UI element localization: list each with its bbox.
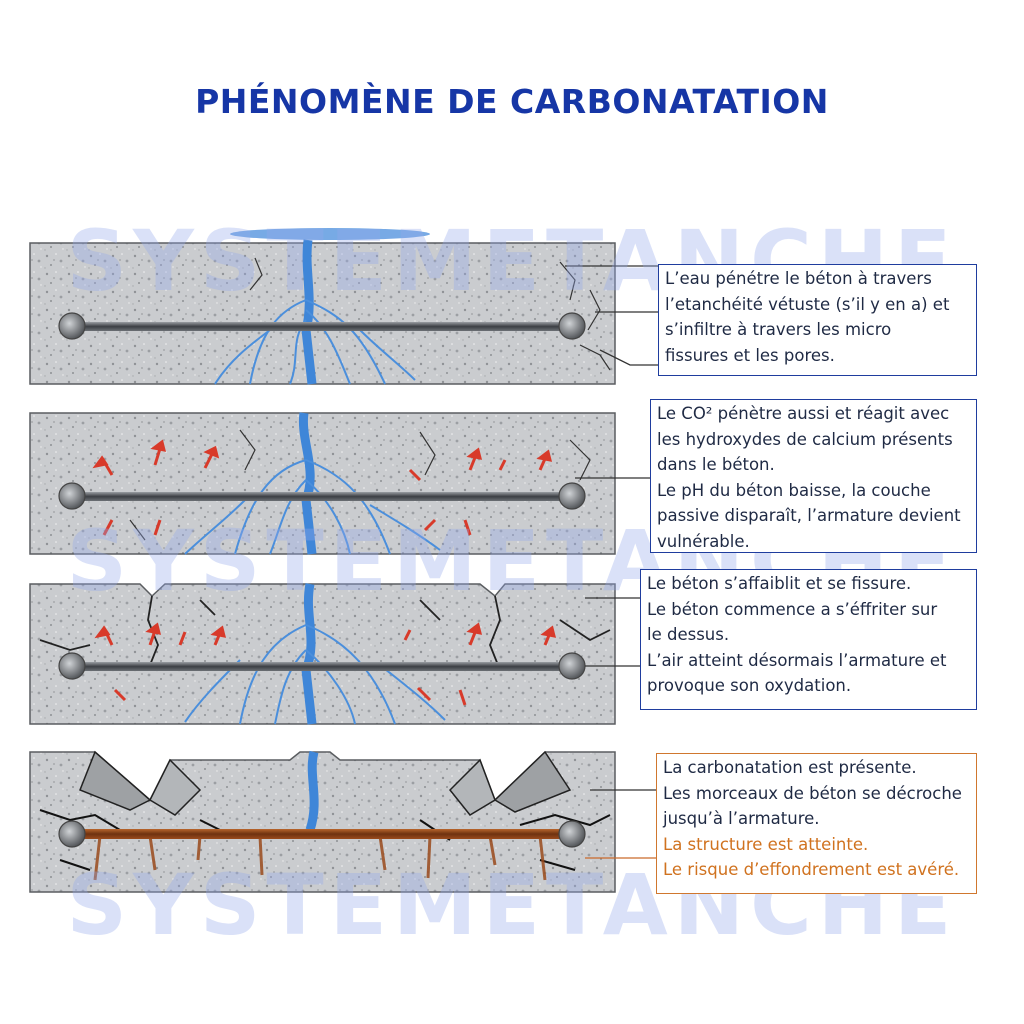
stage-1-panel [29,228,658,385]
micro-fissures [249,257,611,371]
description-line: jusqu’à l’armature. [663,809,820,828]
description-line: le dessus. [647,625,730,644]
description-line: Le pH du béton baisse, la couche [657,480,931,500]
rebar-end-left [58,652,86,680]
rebar-end-right [558,482,586,510]
cracks [39,809,611,871]
water-puddle [230,228,430,240]
stage-2-description: Le CO² pénètre aussi et réagit avec les … [650,399,977,553]
leader-lines [585,597,640,667]
concrete-slab [29,412,616,555]
page-title: PHÉNOMÈNE DE CARBONATATION [195,82,829,121]
concrete-slab [29,242,616,385]
rusted-rebar [72,829,572,839]
stage-4-panel [29,750,656,893]
co2-arrows [94,622,557,706]
leader-lines [585,789,656,859]
rebar-end-right [558,652,586,680]
water-branches [214,299,416,385]
description-line: fissures et les pores. [665,345,835,365]
description-line: L’eau pénétre le béton à travers [665,269,932,288]
stage-3-description: Le béton s’affaiblit et se fissure. Le b… [640,569,977,710]
rebar-end-right [558,312,586,340]
description-line: passive disparaît, l’armature devient [657,506,961,525]
description-line: dans le béton. [657,455,775,474]
rust-streaks [93,835,547,881]
stage-1-description: L’eau pénétre le béton à travers l’etanc… [658,264,977,376]
description-line: s’infiltre à travers les micro [665,320,892,339]
rebar-end-left [58,482,86,510]
description-line: les hydroxydes de calcium présents [657,429,953,449]
co2-arrows [92,439,553,536]
stage-3-panel [29,583,640,725]
leader-lines [565,265,658,366]
description-line: l’etanchéité vétuste (s’il y en a) et [665,294,950,314]
spalled-chunks [79,750,572,816]
rebar [72,492,572,501]
rebar [72,322,572,331]
stage-2-panel [29,412,650,555]
description-line: Le CO² pénètre aussi et réagit avec [657,404,950,423]
description-line: Le béton commence a s’éffriter sur [647,599,938,619]
rebar-end-right [558,820,586,848]
cracks [129,429,591,541]
water-branches [184,624,446,725]
description-line: L’air atteint désormais l’armature et [647,650,947,670]
description-line: Les morceaux de béton se décroche [663,783,962,803]
rebar [72,662,572,671]
rebar-end-left [58,312,86,340]
description-line: vulnérable. [657,531,750,551]
warning-line: Le risque d’effondrement est avéré. [663,860,960,879]
description-line: Le béton s’affaiblit et se fissure. [647,574,912,593]
stage-4-description: La carbonatation est présente. Les morce… [656,753,977,894]
concrete-slab [29,583,616,725]
warning-line: La structure est atteinte. [663,834,869,854]
description-line: provoque son oxydation. [647,676,852,695]
water-channel [305,750,319,832]
rebar-end-left [58,820,86,848]
description-line: La carbonatation est présente. [663,758,917,777]
